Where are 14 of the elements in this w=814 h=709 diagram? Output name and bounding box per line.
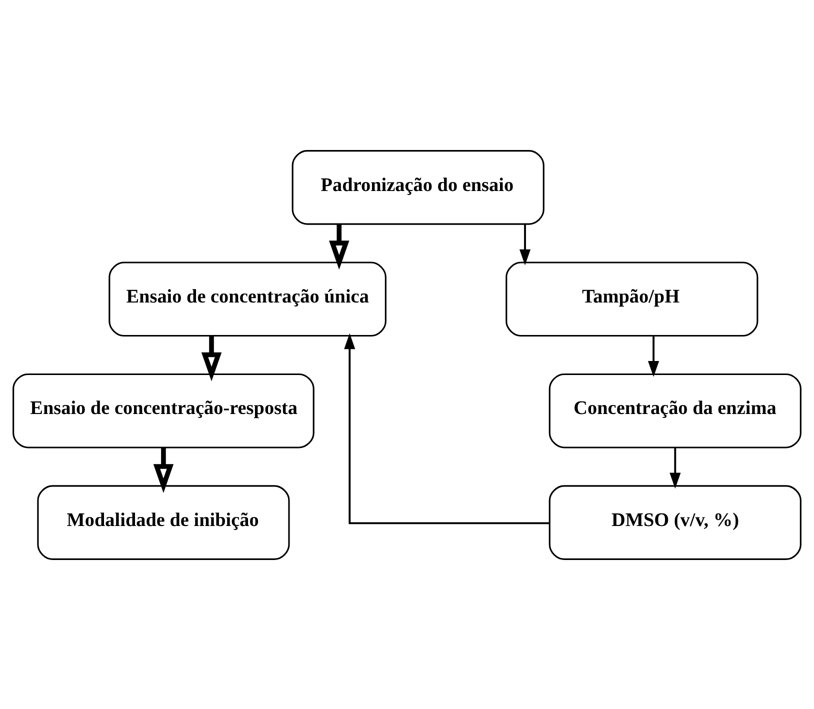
arrow (153, 447, 174, 492)
arrow (201, 336, 222, 381)
arrow (519, 224, 531, 265)
arrow (648, 336, 660, 376)
node-box: Modalidade de inibição (37, 484, 290, 560)
arrow (329, 224, 350, 270)
arrow (670, 447, 681, 488)
node-box: Tampão/pH (506, 261, 758, 336)
node-box: Ensaio de concentração-resposta (12, 372, 314, 448)
node-box: DMSO (v/v, %) (548, 484, 802, 560)
node-box: Concentração da enzima (548, 372, 802, 448)
node-box: Padronização do ensaio (292, 150, 544, 224)
arrow (344, 332, 550, 524)
node-box: Ensaio de concentração única (108, 261, 386, 336)
